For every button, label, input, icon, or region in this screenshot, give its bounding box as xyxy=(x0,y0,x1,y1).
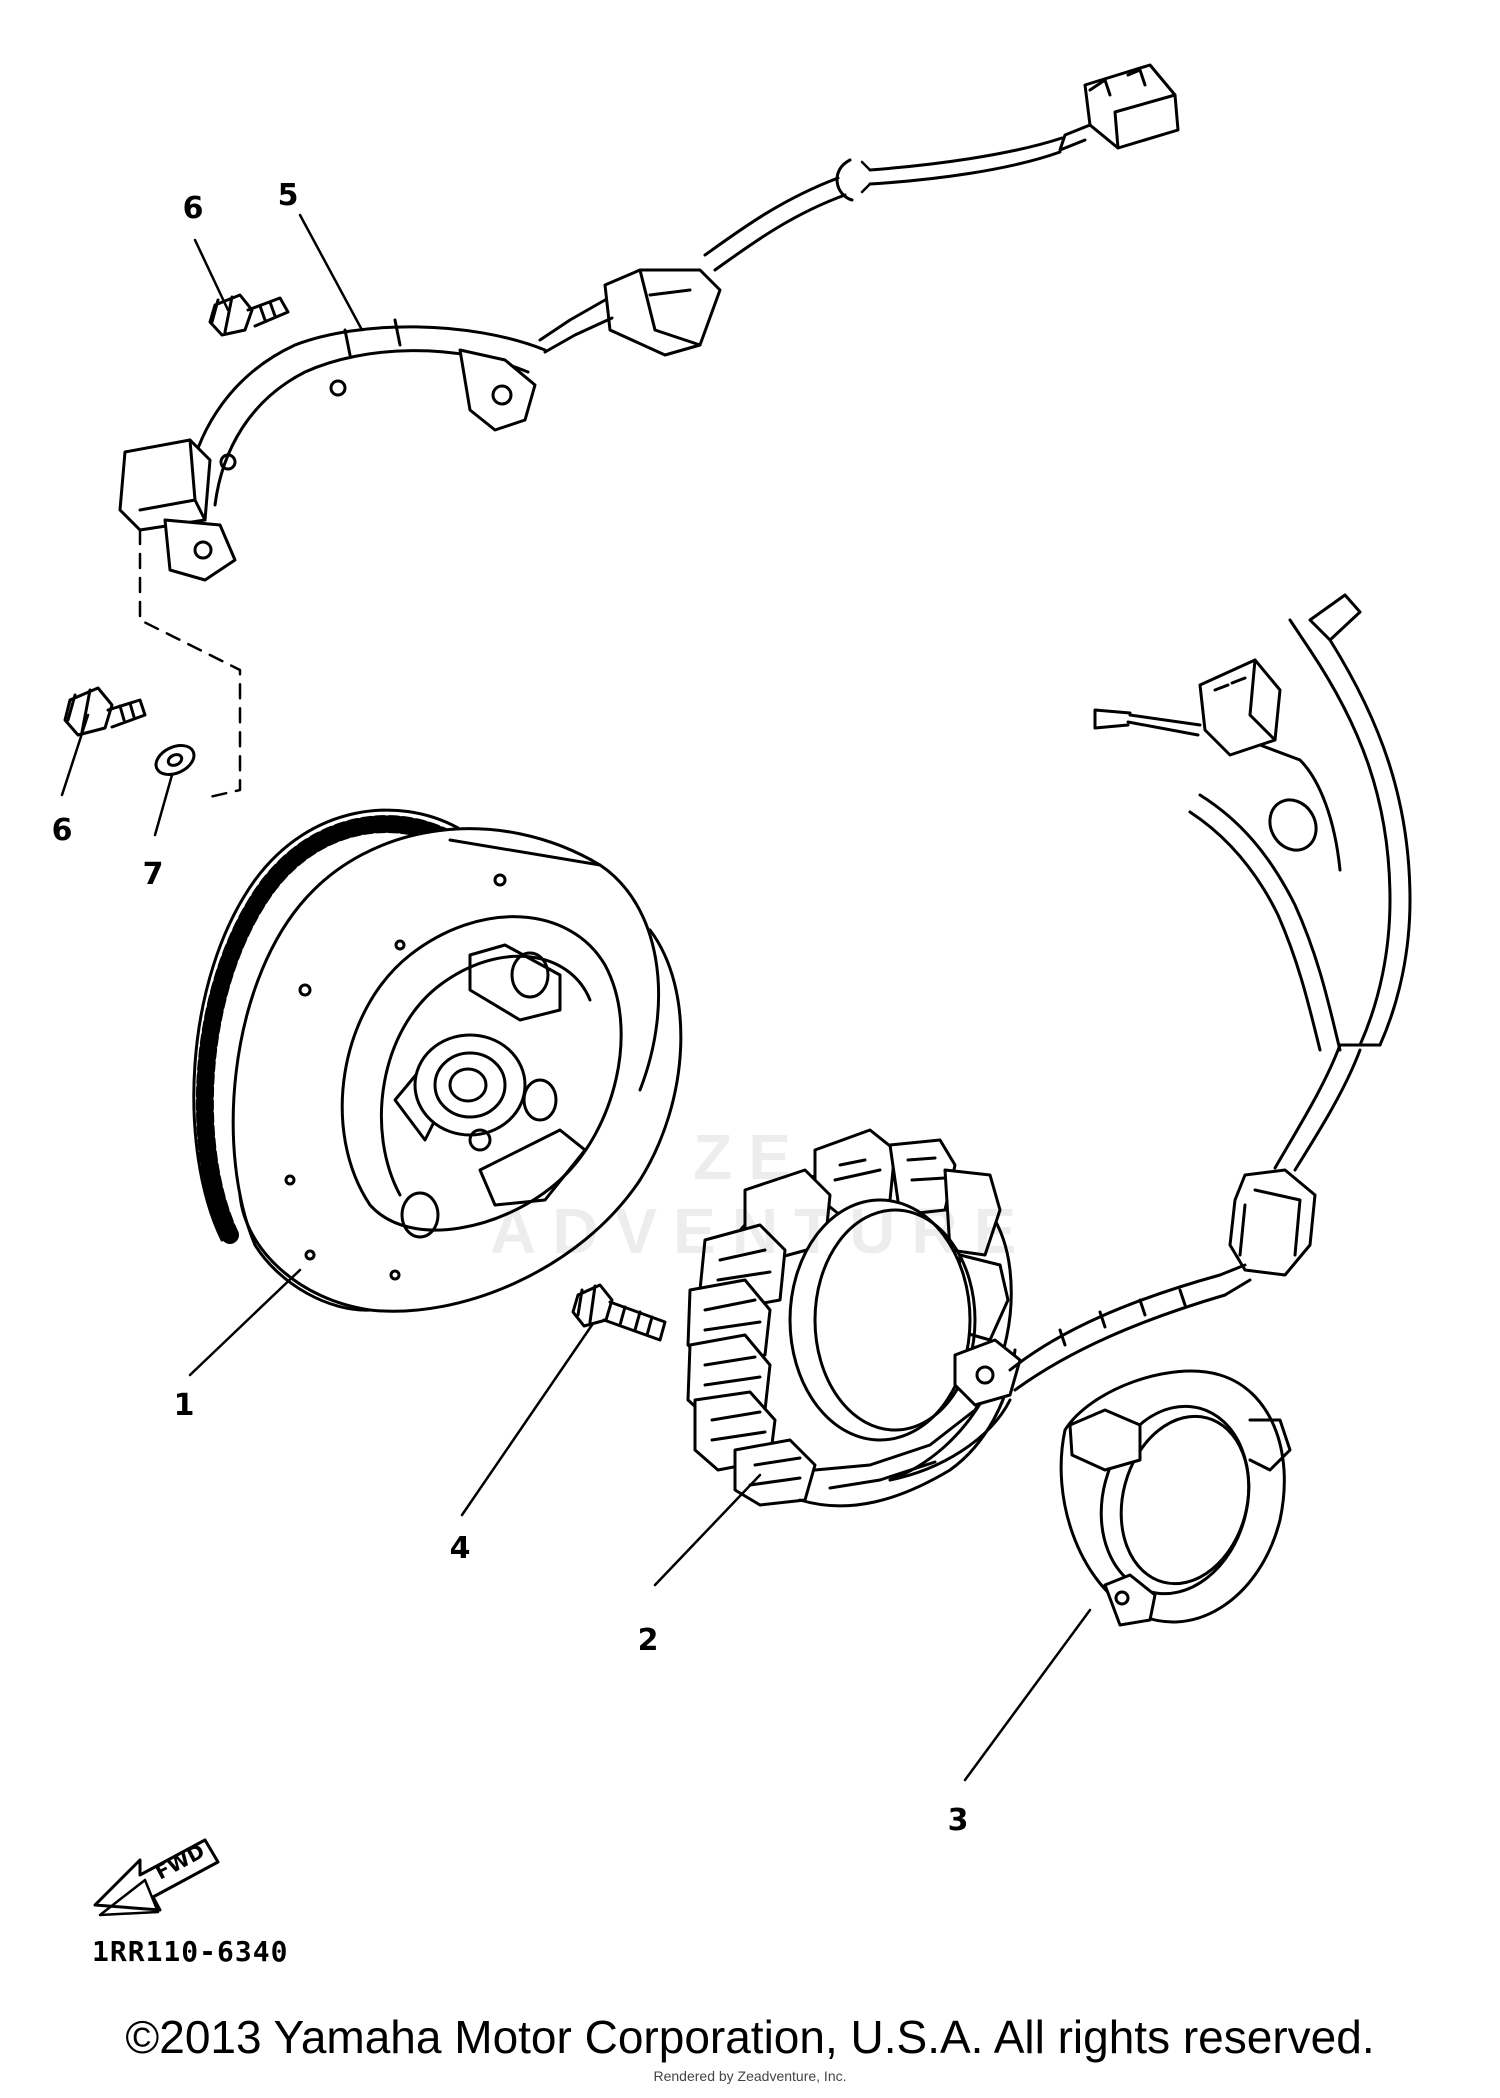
callout-6-lower: 6 xyxy=(52,813,73,848)
forward-arrow-icon: FWD xyxy=(93,1838,220,1917)
leader-line-2 xyxy=(653,1473,762,1587)
harness-connector-top xyxy=(1058,63,1180,152)
watermark: ZE ADVENTURE xyxy=(490,1121,1033,1267)
callout-4: 4 xyxy=(450,1531,471,1566)
callout-2: 2 xyxy=(638,1623,659,1658)
pickup-coil-harness xyxy=(118,63,1180,582)
diagram-code: 1RR110-6340 xyxy=(92,1935,289,1968)
stator-bolt xyxy=(571,1283,667,1342)
flywheel-rotor xyxy=(192,808,683,1313)
callout-1: 1 xyxy=(174,1388,195,1423)
callout-6-upper: 6 xyxy=(183,191,204,226)
leader-line-6-lower xyxy=(60,713,90,797)
stator xyxy=(686,1128,1022,1508)
callouts: 5 6 6 7 1 4 2 3 xyxy=(52,178,969,1838)
callout-7: 7 xyxy=(143,857,164,892)
leader-line-4 xyxy=(460,1323,594,1517)
leader-lines xyxy=(60,213,1092,1782)
leader-line-6-upper xyxy=(193,238,230,312)
render-credit: Rendered by Zeadventure, Inc. xyxy=(653,2068,847,2084)
callout-5: 5 xyxy=(278,178,299,213)
pickup-coil xyxy=(118,438,212,532)
stator-harness xyxy=(1008,593,1412,1392)
leader-line-1 xyxy=(188,1268,302,1377)
copyright-notice: ©2013 Yamaha Motor Corporation, U.S.A. A… xyxy=(125,2011,1375,2063)
leader-line-3 xyxy=(963,1608,1092,1782)
screw-lower xyxy=(63,686,147,737)
washer xyxy=(154,743,196,777)
callout-3: 3 xyxy=(948,1803,969,1838)
leader-line-7 xyxy=(153,773,174,837)
alignment-dashed-line xyxy=(138,528,242,800)
leader-line-5 xyxy=(298,213,364,332)
screw-upper xyxy=(208,293,290,337)
housing-ring xyxy=(1059,1369,1292,1627)
